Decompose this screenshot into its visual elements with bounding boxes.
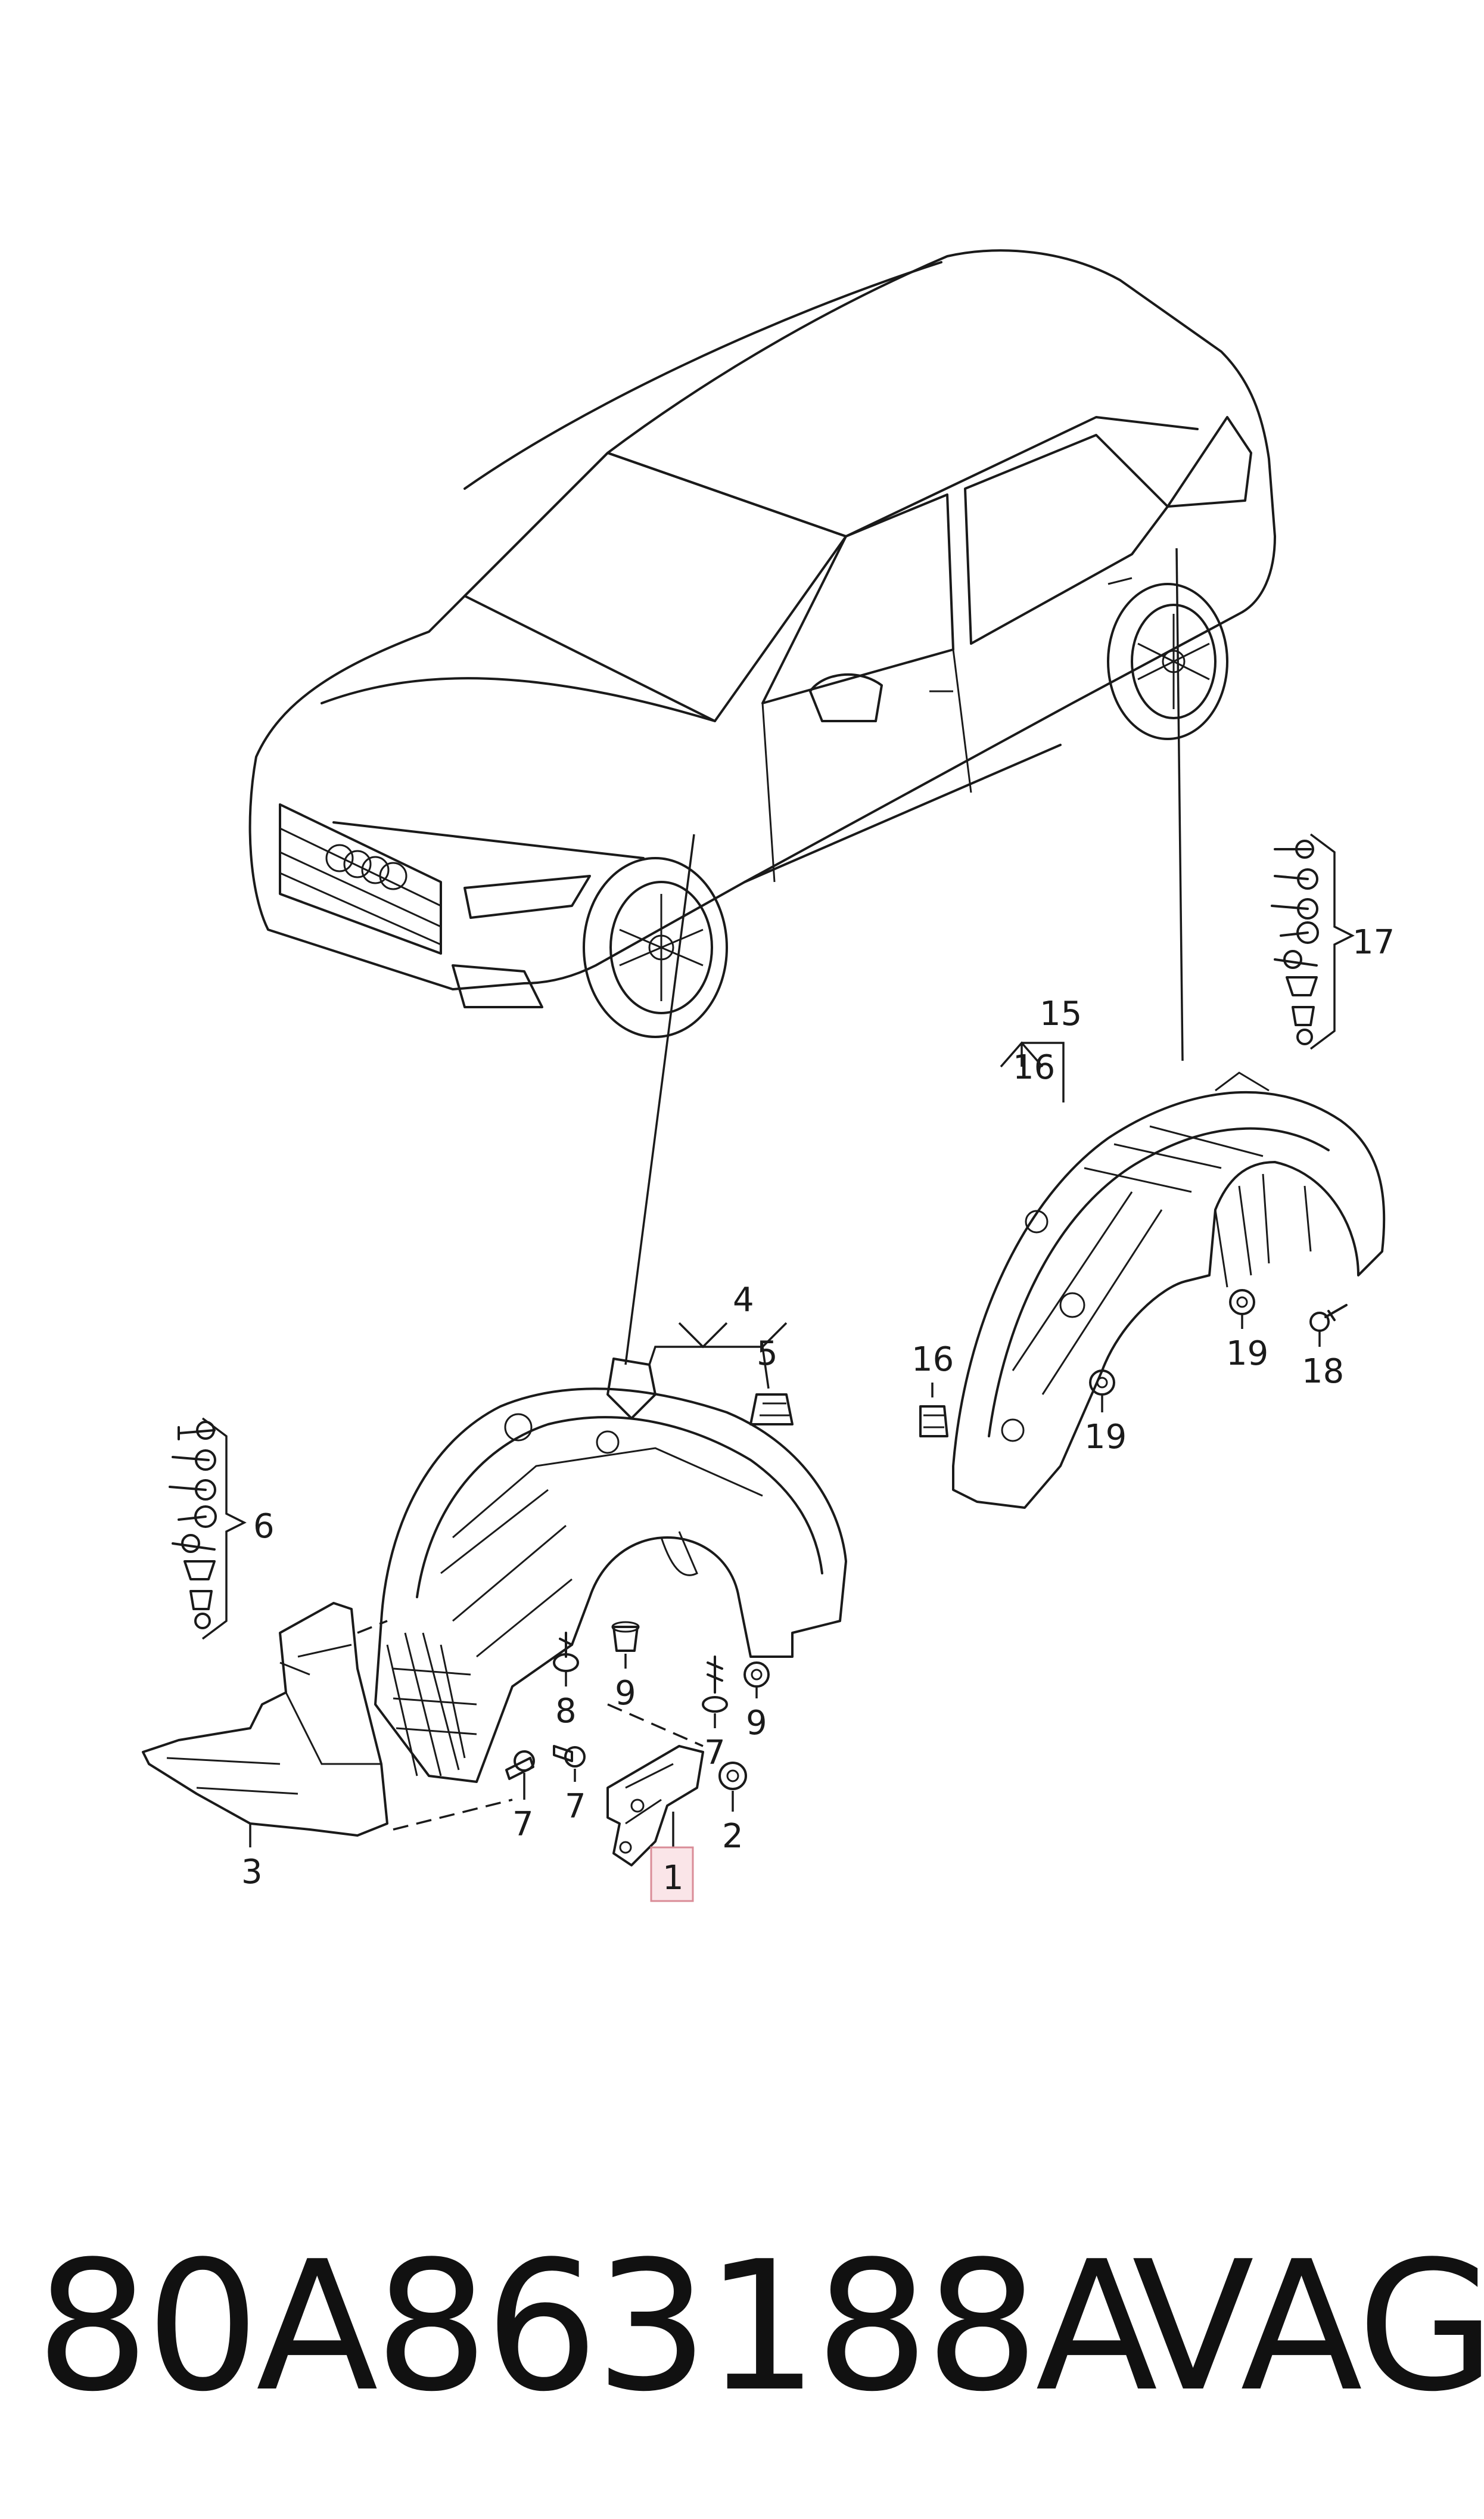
bracket-6: [201, 1417, 247, 1640]
screw-7b-icon: [553, 1745, 586, 1768]
bracket-4: [648, 1322, 788, 1389]
callout-8: 8: [555, 1692, 577, 1731]
callout-15: 15: [1040, 995, 1082, 1033]
callout-9b: 9: [746, 1704, 767, 1743]
callout-1: 1: [662, 1859, 684, 1897]
callout-18: 18: [1302, 1352, 1344, 1391]
rear-wheelhouse-liner: [952, 1071, 1386, 1509]
callout-7a: 7: [512, 1805, 534, 1844]
grommet-9a-icon: [611, 1621, 640, 1652]
screw-7c-icon: [702, 1655, 728, 1713]
bracket-17: [1309, 833, 1355, 1050]
leader-rear-wheelarch: [1175, 548, 1184, 1061]
liner-join-line-a: [393, 1799, 513, 1831]
callout-7b: 7: [565, 1787, 586, 1826]
callout-5: 5: [757, 1334, 778, 1373]
nut-19b-icon: [1089, 1369, 1115, 1396]
callout-2: 2: [722, 1817, 743, 1856]
brand-label: VAG: [1132, 2223, 1484, 2431]
fastener-set-17-icons: [1271, 840, 1319, 1045]
bracket-15: [1000, 1041, 1065, 1102]
screw-8-icon: [553, 1632, 579, 1672]
callout-19b: 19: [1084, 1418, 1127, 1456]
fastener-set-6-icons: [169, 1421, 217, 1629]
front-wheelhouse-liner: [374, 1358, 847, 1783]
callout-6: 6: [253, 1507, 275, 1546]
part-number: 80A863188A: [36, 2223, 1158, 2431]
front-splash-shield: [142, 1602, 388, 1837]
vehicle-illustration: [248, 249, 1276, 1038]
audi-rings-icon: [325, 844, 407, 890]
callout-16a: 16: [1013, 1048, 1055, 1087]
front-wheel-icon: [583, 857, 728, 1038]
footer-caption: 80A863188A VAG: [0, 2223, 1484, 2473]
callout-3: 3: [241, 1853, 263, 1891]
bracket-part-1: [606, 1745, 704, 1866]
leader-front-wheelarch: [624, 834, 695, 1365]
callout-4: 4: [733, 1281, 754, 1319]
bracket-dashed-line: [607, 1703, 704, 1747]
liner-join-line-b: [357, 1620, 388, 1634]
callout-9a: 9: [615, 1674, 636, 1713]
clip-16-icon: [919, 1405, 948, 1437]
nut-19a-icon: [1229, 1289, 1255, 1315]
rear-wheel-icon: [1107, 583, 1228, 740]
callout-19a: 19: [1226, 1334, 1268, 1373]
screw-18-icon: [1309, 1304, 1348, 1332]
callout-17: 17: [1352, 923, 1395, 962]
clip-5-icon: [749, 1393, 794, 1425]
callout-7c: 7: [704, 1734, 726, 1772]
screw-7a-icon: [505, 1750, 535, 1780]
highlight-box-part-1: [650, 1846, 694, 1902]
callout-16b: 16: [911, 1340, 954, 1379]
nut-9b-icon: [743, 1661, 770, 1688]
hex-nut-2-icon: [718, 1762, 747, 1790]
